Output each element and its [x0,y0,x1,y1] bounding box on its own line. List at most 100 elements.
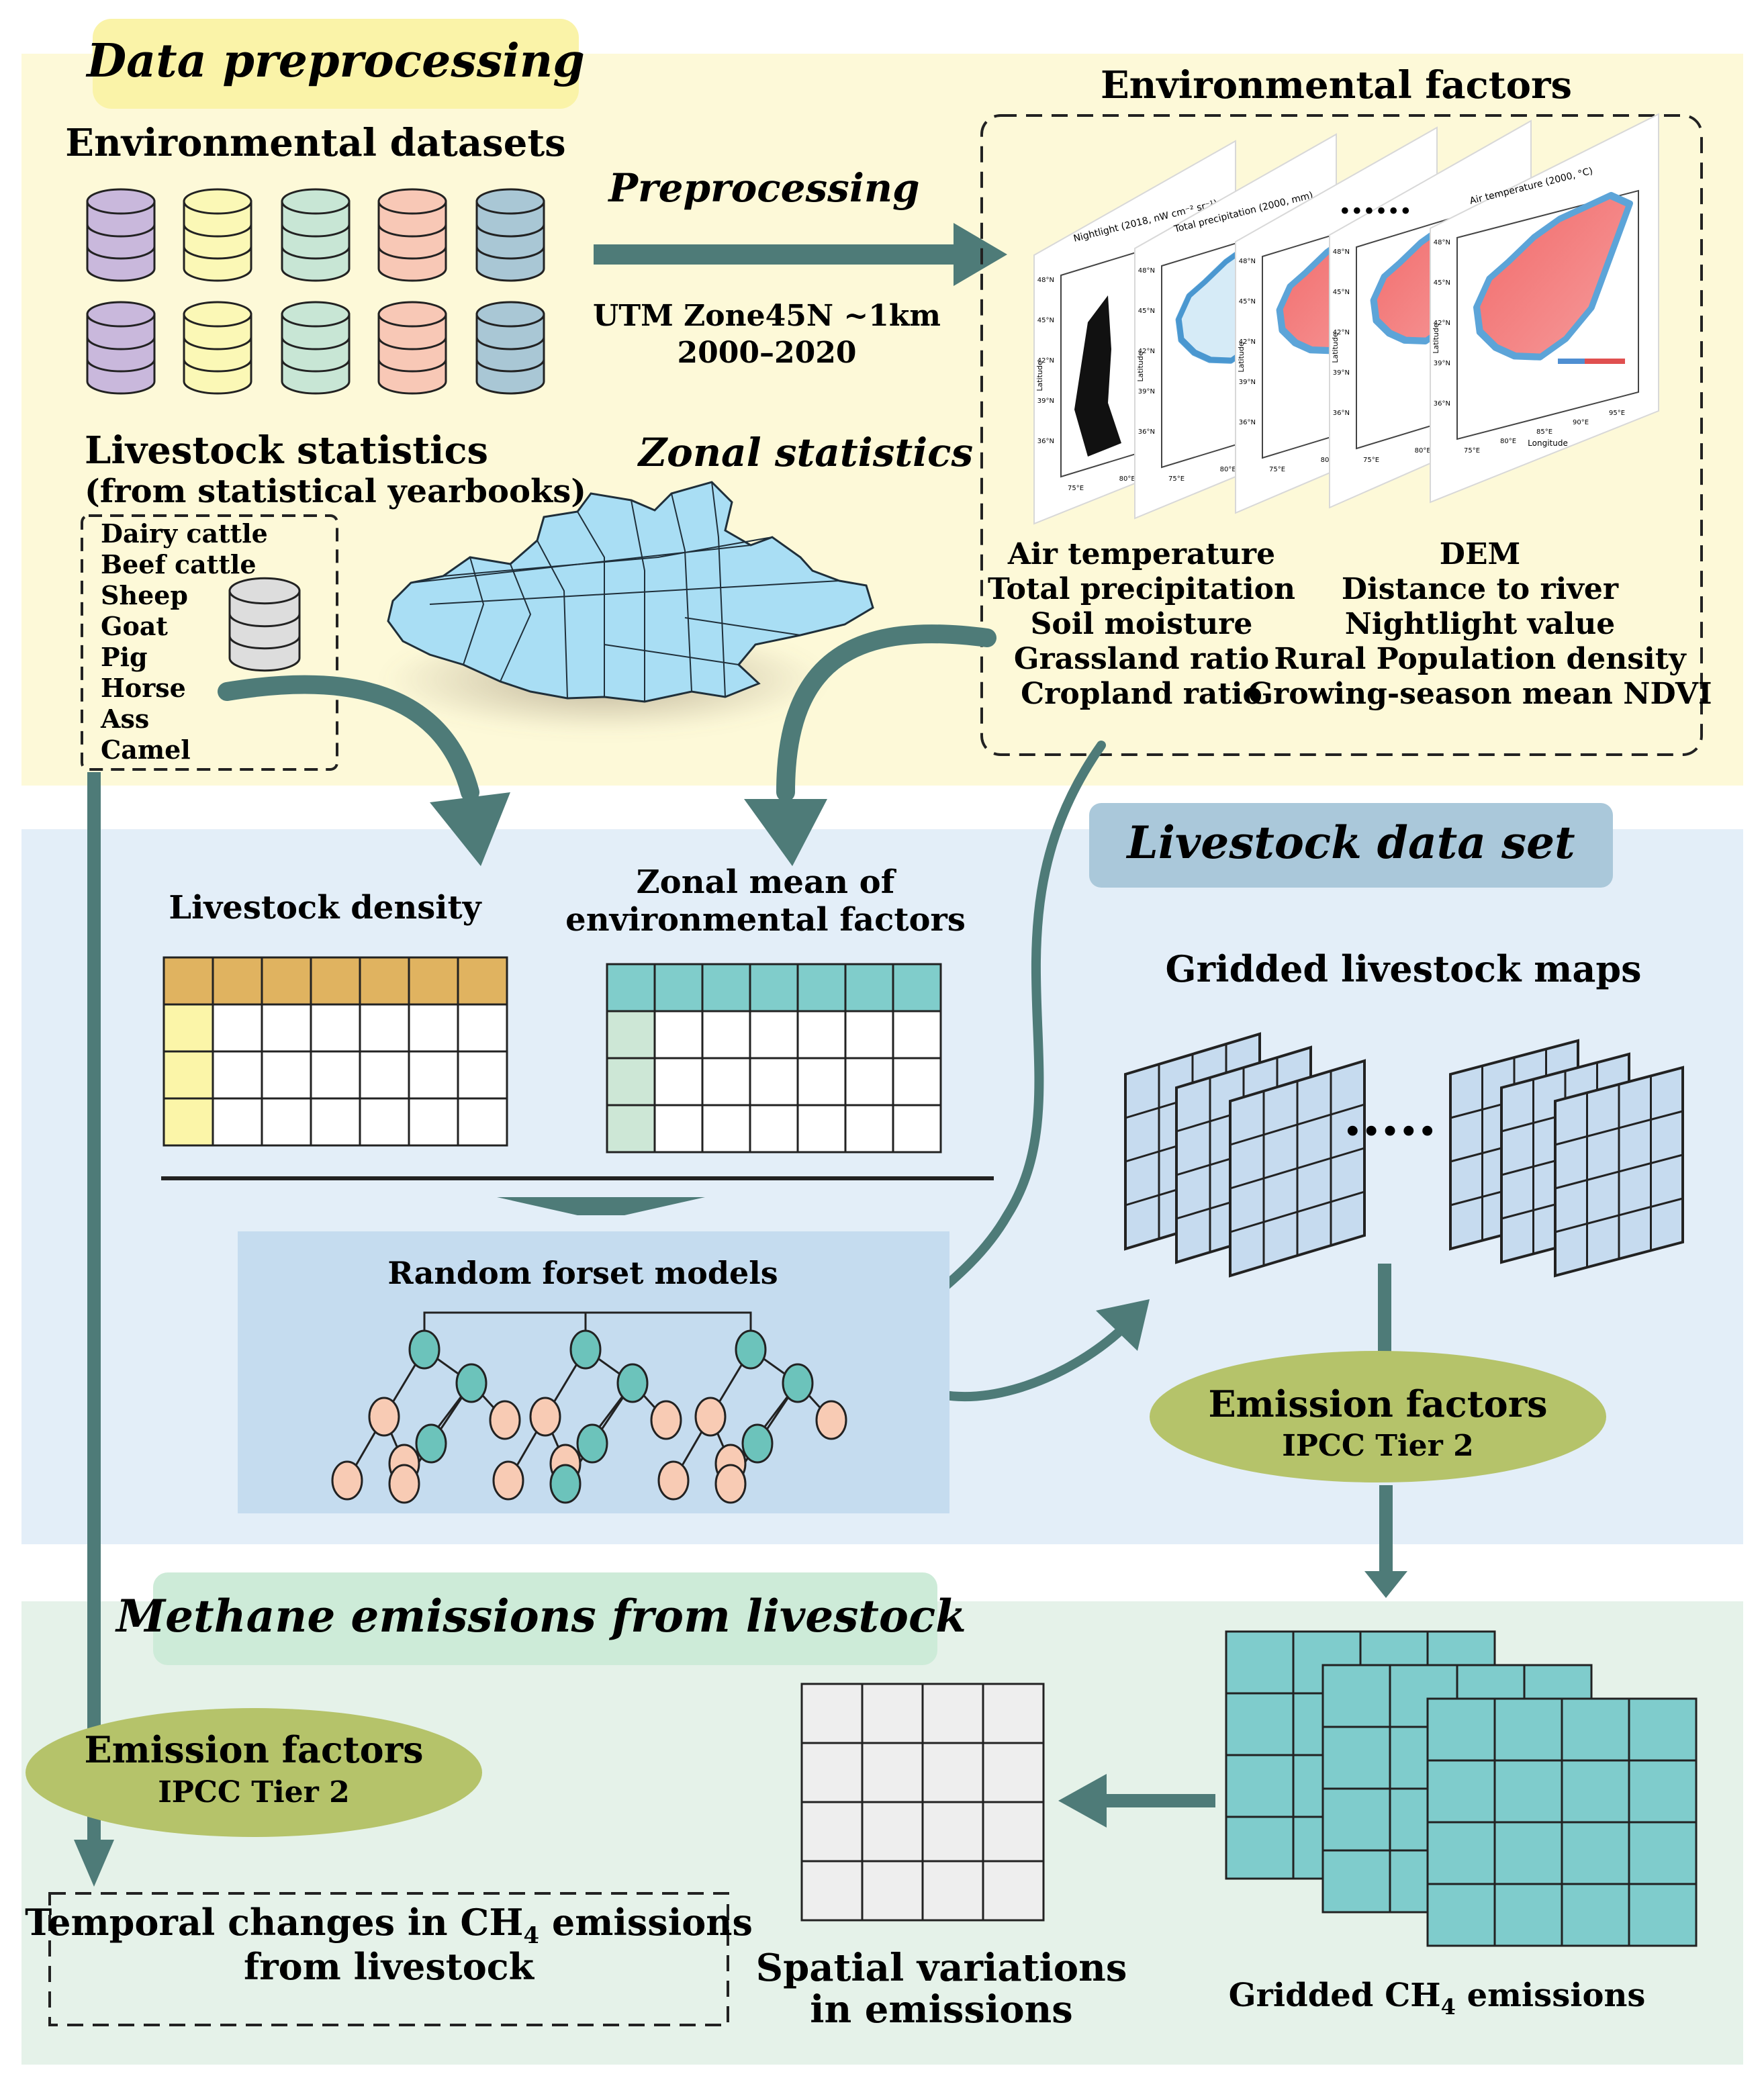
map-lat-tick: 42°N [1333,329,1350,336]
map-axis-latitude: Latitude [1432,323,1440,354]
rf-node [408,1329,440,1370]
livestock-type-item: Pig [101,642,148,672]
zonal-table-cell [796,1057,847,1106]
ch4-grid-cell [1493,1883,1563,1947]
gray-grid-cell [800,1801,864,1863]
zonal-table-cell [844,963,894,1012]
density-table-cell [163,1003,214,1053]
env-dataset-cylinders [86,188,545,395]
livestock-statistics-source: (from statistical yearbooks) [85,473,586,510]
zonal-table-cell [892,1104,942,1153]
ch4-grid-cell [1426,1697,1496,1762]
zonal-table-cell [701,963,751,1012]
zonal-table-cell [653,963,704,1012]
map-lat-tick: 45°N [1239,298,1256,305]
rf-node [694,1397,727,1437]
livestock-grid-map [1554,1066,1684,1278]
rf-node [368,1397,400,1437]
zonal-table-cell [749,1010,799,1059]
gray-grid-cell [861,1860,924,1922]
dataset-cylinder-7 [183,301,252,395]
map-lon-tick: 80°E [1321,457,1337,464]
env-factor-item: Air temperature [1007,537,1275,571]
gray-grid-cell [921,1742,984,1803]
env-factor-item: Rural Population density [1274,642,1687,676]
rf-node [650,1400,682,1440]
zonal-table-cell [844,1057,894,1106]
dataset-cylinder-5 [475,188,545,282]
gray-grid-cell [921,1860,984,1922]
ch4-grid-cell [1561,1697,1630,1762]
zonal-table-cell [701,1057,751,1106]
maps-down-connector [1378,1264,1391,1358]
map-axis-latitude: Latitude [1237,342,1246,373]
ch4-grid-cell [1628,1821,1698,1885]
dataset-cylinder-8 [281,301,351,395]
density-table-cell [359,1003,410,1053]
env-to-zonal-arrow [744,624,996,866]
rf-node [815,1400,847,1440]
preprocessing-title: Data preprocessing [85,34,585,88]
ef-to-ch4-arrow [1364,1485,1407,1598]
preprocessing-tag [93,19,579,109]
ch4-grid-cell [1561,1821,1630,1885]
map-axis-latitude: Latitude [1136,351,1145,382]
rf-node [782,1363,814,1403]
spatial-variations-line1: Spatial variations [756,1946,1127,1990]
rf-node [714,1464,747,1504]
zonal-table-cell [606,1057,656,1106]
spatial-variation-grid [800,1683,1045,1922]
map-lon-tick: 90°E [1573,419,1589,426]
rf-node [569,1329,602,1370]
livestock-database-icon [228,577,301,672]
livestock-type-item: Dairy cattle [101,518,268,549]
dataset-title: Livestock data set [1125,816,1575,869]
emission-factors-ellipse-right [1150,1351,1606,1482]
preprocessing-label: Preprocessing [607,165,919,211]
zonal-table-cell [606,963,656,1012]
dataset-cylinder-10 [475,301,545,395]
env-factors-title: Environmental factors [1101,63,1572,107]
gray-grid-cell [982,1860,1045,1922]
ch4-grid-cell [1225,1692,1295,1756]
env-to-gridded-curve-arrow [882,741,1150,1402]
rf-node [735,1329,767,1370]
temporal-changes-line2: from livestock [244,1945,535,1988]
gray-grid-cell [861,1683,924,1744]
zonal-table-cell [796,1104,847,1153]
ch4-to-spatial-arrow [1058,1774,1215,1828]
methane-title: Methane emissions from livestock [115,1590,966,1642]
rf-node [741,1423,774,1464]
livestock-types-box [81,514,338,771]
rf-node [331,1460,363,1501]
period-label: 2000–2020 [678,336,857,370]
emission-factors-title-left: Emission factors [84,1728,423,1771]
map-axis-latitude: Latitude [1331,332,1340,363]
ch4-grid-cell [1426,1883,1496,1947]
zonal-table-cell [606,1104,656,1153]
map-lat-tick: 48°N [1434,239,1450,246]
livestock-statistics-label: Livestock statistics [85,428,488,473]
projection-label: UTM Zone45N ~1km [593,299,941,333]
rf-node [489,1400,521,1440]
density-table-cell [359,956,410,1006]
livestock-stats-down-arrow [74,772,114,1887]
rf-node [576,1423,608,1464]
ch4-grid-cell [1493,1821,1563,1885]
map-lon-tick: 80°E [1220,466,1236,473]
map-lat-tick: 45°N [1434,279,1450,287]
gridded-maps-dots: ····· [1343,1099,1436,1162]
merge-down-arrow [497,1197,705,1215]
gray-grid-cell [800,1683,864,1744]
ch4-grid-cell [1225,1754,1295,1818]
map-lon-tick: 85°E [1536,428,1552,436]
map-lon-tick: 75°E [1168,475,1185,483]
density-table-cell [408,1003,459,1053]
region-map-icon [383,481,874,733]
map-lon-tick: 80°E [1500,438,1516,445]
density-table-cell [457,956,508,1006]
density-table-cell [310,1003,361,1053]
